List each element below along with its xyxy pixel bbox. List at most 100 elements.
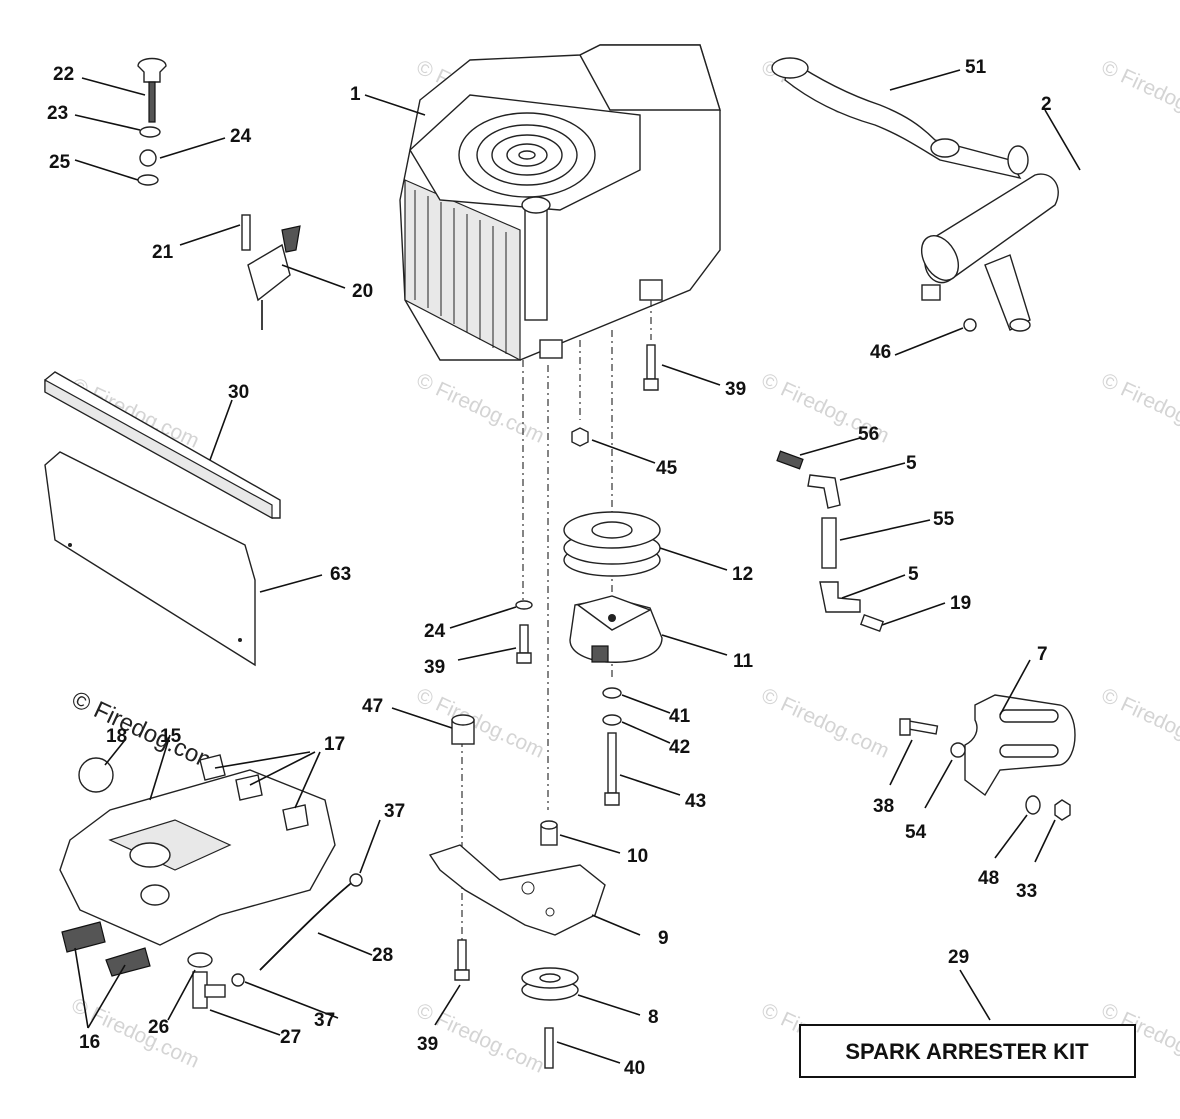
throttle-control-part-20 [247,225,301,330]
screw-part-21 [241,214,251,251]
lock-washer-part-24b [515,600,533,610]
spacer-part-10 [540,820,558,846]
bolt-part-39b [516,624,532,664]
pulley-part-12 [563,511,661,577]
part-label-39b: 39 [424,657,445,678]
plug-part-19 [859,613,885,633]
part-labels: 1 2 51 22 23 24 25 21 20 30 63 39 45 46 … [47,57,1052,1079]
pad-part-16b [105,947,151,977]
muffler-part-2 [920,173,1059,332]
part-label-29: 29 [948,947,969,968]
bolt-part-43 [604,732,620,806]
part-label-17: 17 [324,734,345,755]
shield-part-63 [44,451,256,667]
part-label-27: 27 [280,1027,301,1048]
part-label-30: 30 [228,382,249,403]
part-label-38: 38 [873,796,894,817]
part-label-23: 23 [47,103,68,124]
watermark: © Firedog.com [758,684,893,763]
part-label-28: 28 [372,945,393,966]
pad-part-17a [199,754,226,781]
watermark: © Firedog.com [413,684,548,763]
part-label-33: 33 [1016,881,1037,902]
fuel-tank-part-15 [59,769,336,946]
part-label-43: 43 [685,791,706,812]
washer-part-23 [139,126,161,138]
part-label-39a: 39 [725,379,746,400]
hose-clamp-part-37b [231,973,245,987]
watermark: © Firedog.com [1098,369,1180,448]
watermark: © Firedog.com [413,369,548,448]
part-label-46: 46 [870,342,891,363]
spark-arrester-kit-box [799,1024,1136,1078]
part-label-54: 54 [905,822,927,843]
knob-part-22 [137,57,167,123]
part-label-9: 9 [658,928,669,949]
elbow-part-5a [807,474,841,509]
part-label-11: 11 [733,651,754,672]
bolt-part-39a [643,344,659,391]
strip-part-30 [44,371,281,520]
clutch-part-11 [569,595,663,663]
part-label-42: 42 [669,737,690,758]
part-label-16: 16 [79,1032,100,1053]
washer-part-48 [1025,795,1041,815]
washer-part-25 [137,174,159,186]
part-label-40: 40 [624,1058,645,1079]
part-label-19: 19 [950,593,971,614]
pulley-part-8 [521,967,579,1001]
part-label-22: 22 [53,64,74,85]
bolt-part-40 [544,1027,554,1069]
part-label-41: 41 [669,706,691,727]
part-label-63: 63 [330,564,351,585]
part-label-5b: 5 [908,564,919,585]
spark-arrester-kit-label: SPARK ARRESTER KIT [845,1039,1089,1064]
part-label-45: 45 [656,458,678,479]
part-label-1: 1 [350,84,361,105]
spacer-part-47 [451,714,475,745]
bracket-part-9 [428,844,606,936]
washer-part-26 [187,952,213,968]
engine-part-1 [399,44,721,361]
bracket-part-7 [964,694,1076,797]
part-label-51: 51 [965,57,987,78]
lock-washer-part-42 [602,714,622,726]
washer-part-54 [950,742,966,758]
elbow-part-5b [819,581,861,613]
leader-lines [74,69,1081,1064]
hose-clamp-part-37a [349,873,363,887]
nut-part-45 [571,427,589,447]
part-label-5a: 5 [906,453,917,474]
watermark: © Firedog.com [1098,684,1180,763]
bolt-part-38 [899,718,939,736]
part-label-26: 26 [148,1017,169,1038]
part-label-48: 48 [978,868,999,889]
part-label-2: 2 [1041,94,1052,115]
shutoff-valve-part-27 [192,971,226,1009]
part-label-18: 18 [106,726,127,747]
part-label-15: 15 [160,726,182,747]
part-label-21: 21 [152,242,174,263]
fitting-part-56 [776,450,804,470]
part-label-24: 24 [230,126,252,147]
part-label-39c: 39 [417,1034,438,1055]
part-label-12: 12 [732,564,753,585]
washer-part-41 [602,687,622,699]
washer-part-46 [963,318,977,332]
part-label-8: 8 [648,1007,659,1028]
part-label-55: 55 [933,509,955,530]
part-label-47: 47 [362,696,383,717]
bolt-part-39c [454,939,470,981]
nut-part-33 [1054,799,1071,821]
pad-part-17c [282,804,309,831]
nipple-part-55 [821,517,837,569]
part-label-10: 10 [627,846,648,867]
exhaust-pipe-part-51 [771,57,1029,180]
part-label-24b: 24 [424,621,446,642]
fuel-cap-part-18 [78,757,114,793]
lock-washer-part-24 [139,149,157,167]
part-label-25: 25 [49,152,71,173]
part-label-37a: 37 [384,801,405,822]
part-label-7: 7 [1037,644,1048,665]
